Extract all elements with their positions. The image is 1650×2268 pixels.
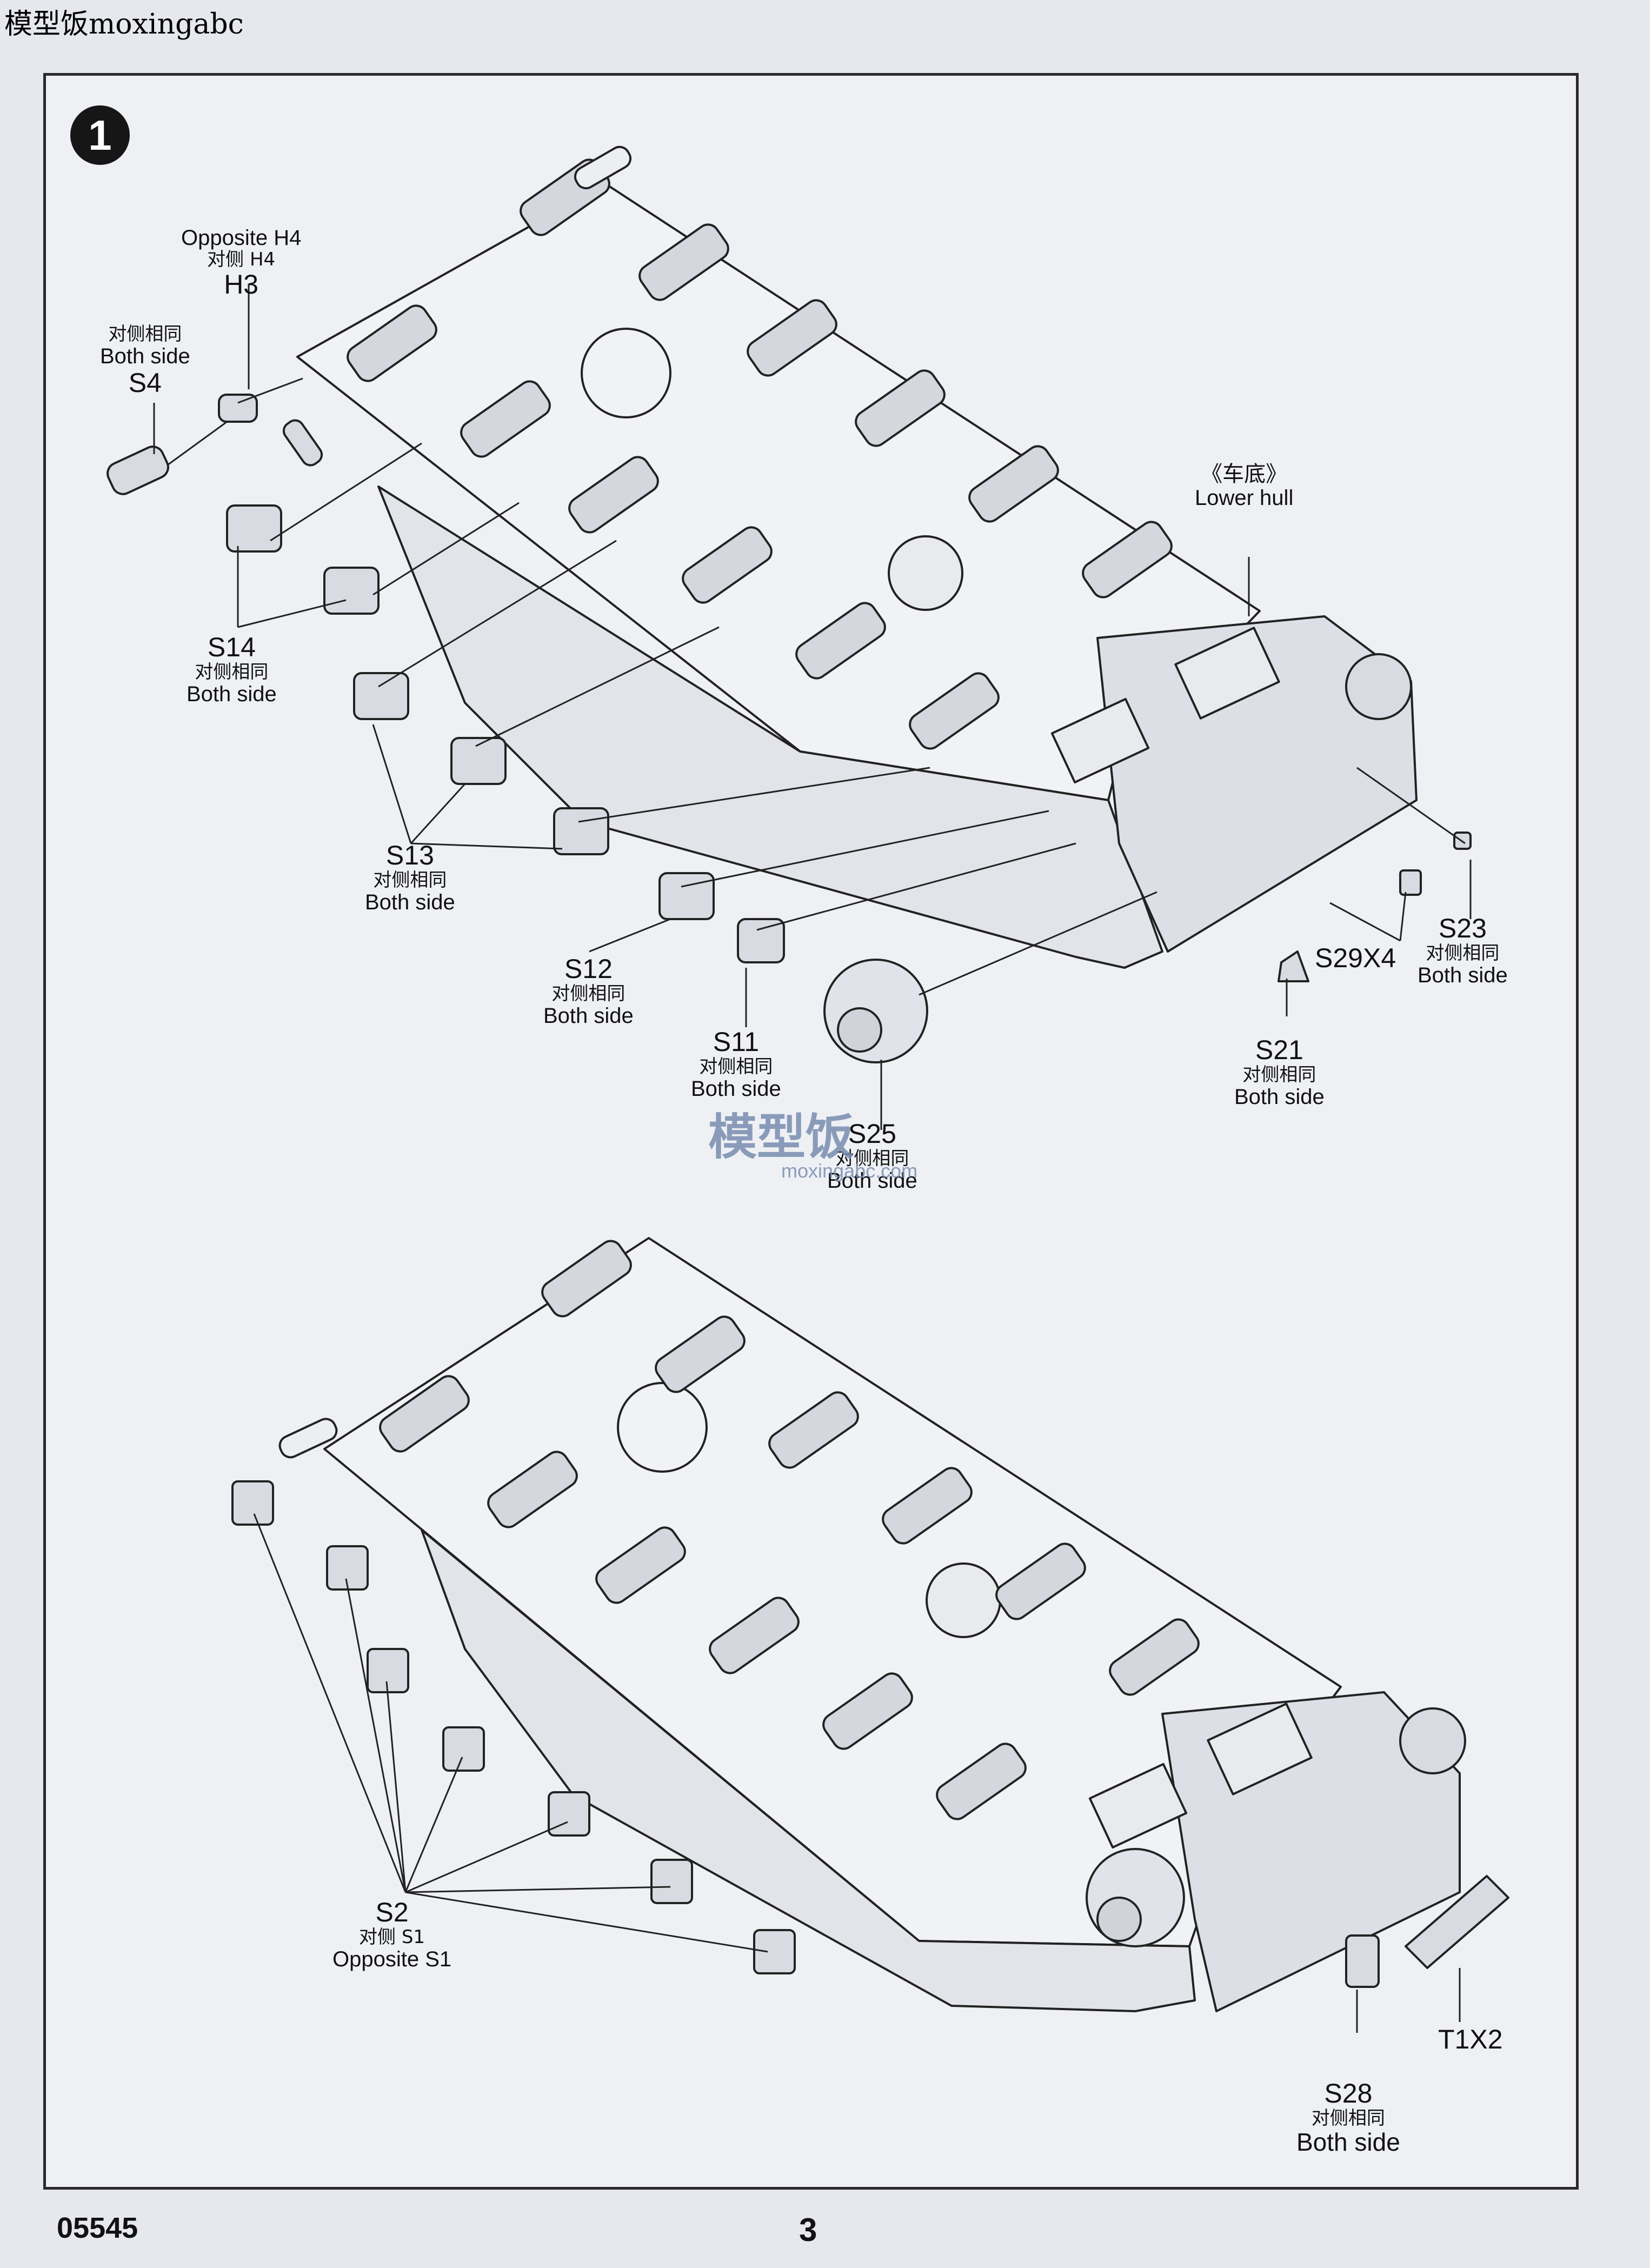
part-s13-label: S13 对侧相同 Both side — [365, 840, 455, 915]
s23-cn-text: 对侧相同 — [1426, 942, 1500, 964]
s23-en-text: Both side — [1418, 963, 1508, 988]
s25-cn-text: 对侧相同 — [835, 1148, 909, 1169]
s21-cn-text: 对侧相同 — [1242, 1064, 1316, 1086]
s12-code: S12 — [564, 954, 613, 984]
h3-opposite-text: Opposite H4 — [181, 226, 302, 250]
lower-hull-cn-text: 《车底》 — [1201, 462, 1288, 487]
lower-hull-bottom-drawing — [278, 1237, 1466, 2012]
s13-en-text: Both side — [365, 890, 455, 915]
s11-en-text: Both side — [691, 1077, 781, 1101]
s11-cn-text: 对侧相同 — [699, 1056, 773, 1078]
s29-code: S29X4 — [1315, 943, 1396, 973]
s14-cn-text: 对侧相同 — [195, 661, 269, 683]
s4-cn-text: 对侧相同 — [108, 323, 182, 345]
product-code: 05545 — [57, 2212, 138, 2244]
page-number: 3 — [799, 2212, 817, 2248]
h3-code: H3 — [224, 269, 259, 300]
part-s21-label: S21 对侧相同 Both side — [1234, 1035, 1325, 1109]
s2-cn-text: 对侧 S1 — [359, 1926, 425, 1948]
lower-hull-en-text: Lower hull — [1195, 486, 1294, 510]
s21-code: S21 — [1255, 1035, 1303, 1065]
part-s29-label: S29X4 — [1315, 943, 1396, 973]
s4-code: S4 — [128, 368, 162, 398]
s28-code: S28 — [1324, 2078, 1373, 2109]
s2-en-text: Opposite S1 — [332, 1947, 452, 1972]
s13-cn-text: 对侧相同 — [373, 869, 447, 891]
part-s11-label: S11 对侧相同 Both side — [691, 1027, 781, 1101]
part-s12-label: S12 对侧相同 Both side — [543, 954, 634, 1028]
part-s14-label: S14 对侧相同 Both side — [187, 632, 277, 707]
part-s2-label: S2 对侧 S1 Opposite S1 — [332, 1897, 452, 1972]
s2-code: S2 — [375, 1897, 409, 1927]
s28-en-text: Both side — [1296, 2128, 1400, 2157]
site-watermark-logo: 模型饭 — [708, 1109, 854, 1166]
s25-code: S25 — [848, 1119, 896, 1149]
step-number-badge: 1 — [70, 105, 130, 165]
s11-code: S11 — [713, 1027, 760, 1057]
s14-en-text: Both side — [187, 682, 277, 707]
s23-code: S23 — [1438, 913, 1487, 943]
s25-en-text: Both side — [827, 1169, 917, 1193]
s14-code: S14 — [207, 632, 256, 662]
part-s25-label: S25 对侧相同 Both side — [827, 1119, 917, 1193]
site-watermark-url: moxingabc.com — [781, 1160, 918, 1182]
s4-en-text: Both side — [100, 344, 190, 369]
part-s4-label: 对侧相同 Both side S4 — [100, 324, 190, 398]
s13-code: S13 — [385, 840, 434, 870]
lower-hull-top-drawing — [296, 145, 1418, 1063]
top-watermark: 模型饭moxingabc — [4, 8, 244, 41]
s28-cn-text: 对侧相同 — [1311, 2107, 1385, 2129]
lower-hull-label: 《车底》 Lower hull — [1195, 462, 1293, 510]
part-s23-label: S23 对侧相同 Both side — [1418, 913, 1508, 988]
part-s28-label: S28 对侧相同 Both side — [1296, 2079, 1400, 2156]
h3-cn-text: 对侧 H4 — [207, 249, 276, 270]
part-h3-label: Opposite H4 对侧 H4 H3 — [181, 226, 301, 300]
s12-en-text: Both side — [543, 1004, 634, 1028]
s12-cn-text: 对侧相同 — [551, 983, 626, 1005]
t1-code: T1X2 — [1438, 2024, 1503, 2054]
part-t1-label: T1X2 — [1438, 2025, 1503, 2054]
s21-en-text: Both side — [1234, 1085, 1325, 1109]
